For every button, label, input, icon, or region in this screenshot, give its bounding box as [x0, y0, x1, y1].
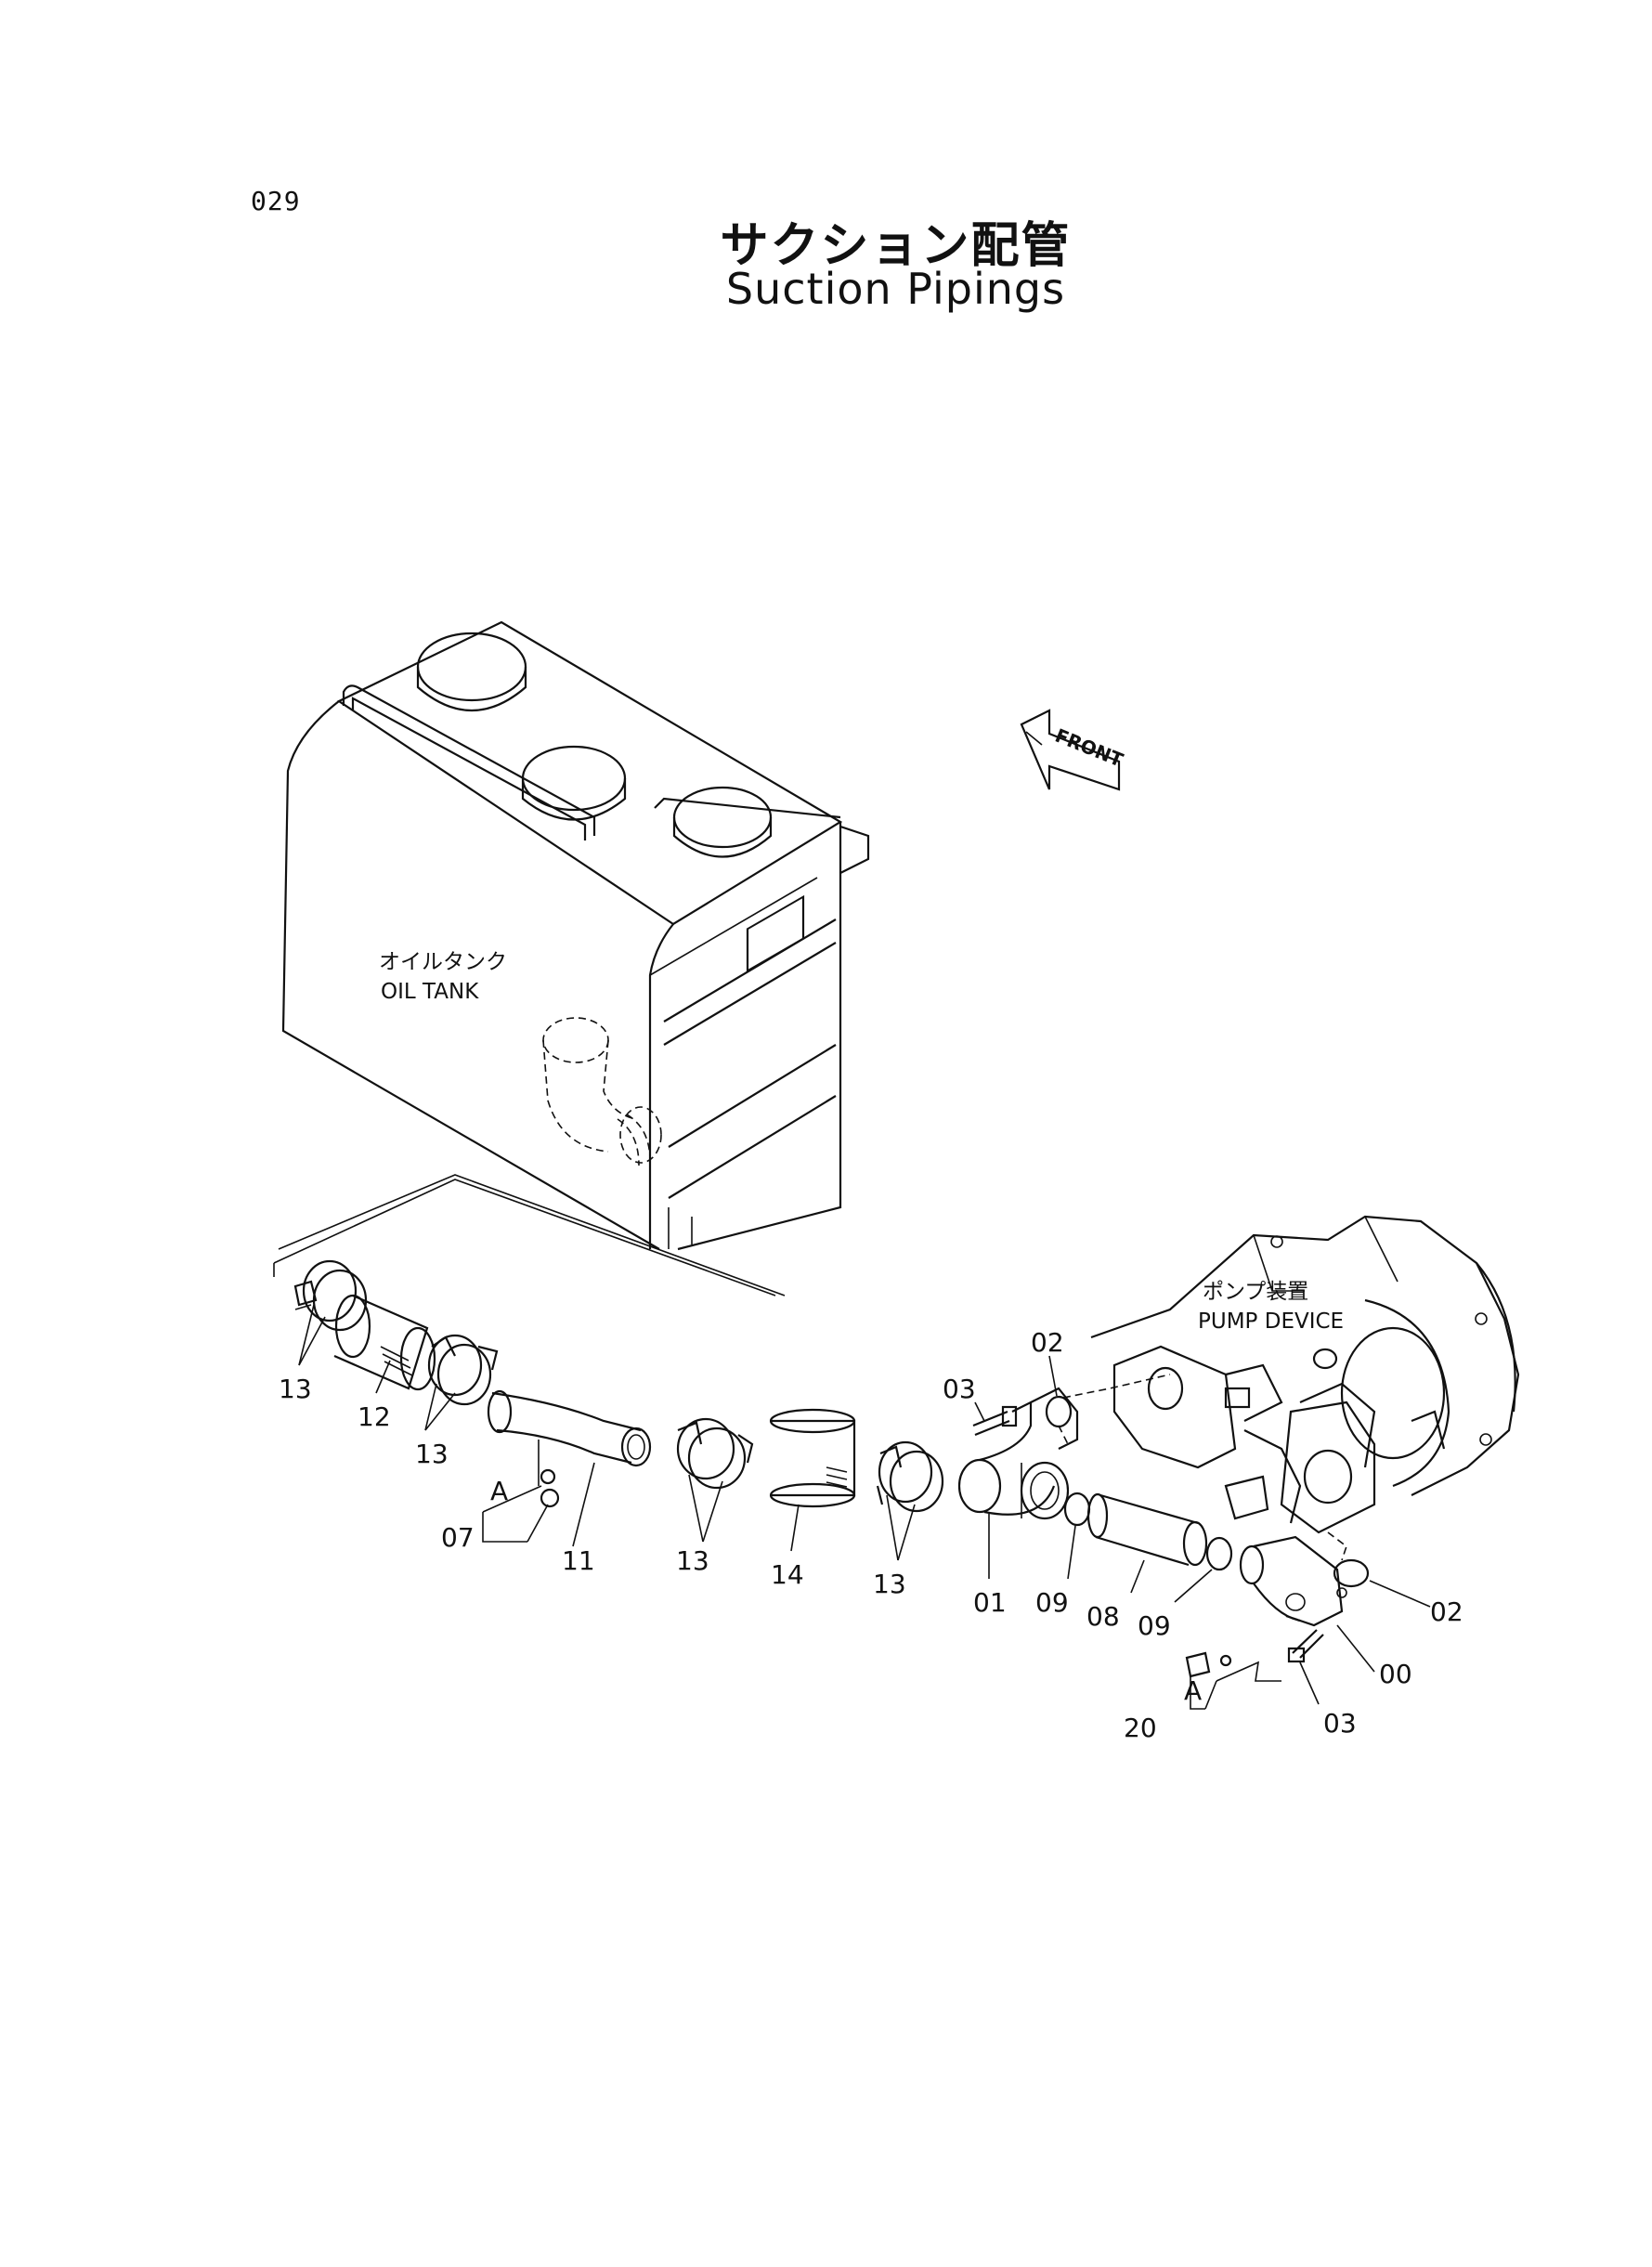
oil-tank-label-en: OIL TANK	[381, 980, 479, 1004]
callout-13-d: 13	[873, 1569, 906, 1599]
callout-14: 14	[771, 1559, 804, 1590]
leader-lines	[298, 1304, 1431, 1710]
callout-20: 20	[1124, 1713, 1157, 1743]
oil-tank-label-jp: オイルタンク	[379, 950, 507, 974]
pipe-08	[1086, 1492, 1208, 1567]
o-ring-02-a	[1045, 1395, 1073, 1428]
front-arrow: FRONT	[1020, 709, 1126, 791]
o-ring-02-b	[1333, 1558, 1370, 1588]
callout-07: 07	[441, 1522, 475, 1553]
plug-20	[1185, 1651, 1232, 1678]
callout-13-a: 13	[279, 1374, 312, 1404]
callout-numbers: 13 12 13 A 07 11 13 14 13 03 01 02 09 08…	[279, 1327, 1463, 1743]
callout-02-a: 02	[1031, 1327, 1064, 1358]
oil-tank-drawing	[278, 620, 870, 1296]
bolt-03-a	[972, 1405, 1018, 1437]
hose-clamp-13-d	[876, 1440, 944, 1513]
o-ring-09-b	[1205, 1536, 1233, 1571]
callout-a-2: A	[1184, 1675, 1202, 1706]
callout-03-a: 03	[943, 1374, 976, 1404]
suction-parts	[273, 1179, 1370, 1678]
callout-09-b: 09	[1138, 1610, 1171, 1641]
callout-02-b: 02	[1430, 1596, 1463, 1627]
callout-13-c: 13	[676, 1545, 709, 1576]
callout-03-b: 03	[1323, 1708, 1357, 1739]
front-label: FRONT	[1052, 724, 1126, 772]
callout-01: 01	[973, 1587, 1007, 1618]
title-english: Suction Pipings	[725, 264, 1066, 314]
callout-12: 12	[358, 1401, 391, 1432]
callout-08: 08	[1086, 1601, 1120, 1632]
title-japanese: サクション配管	[720, 218, 1072, 274]
elbow-00	[1239, 1535, 1347, 1627]
callout-09-a: 09	[1035, 1587, 1069, 1618]
callout-13-b: 13	[415, 1439, 449, 1469]
callout-00: 00	[1379, 1659, 1412, 1689]
hose-clamp-13-c	[676, 1417, 754, 1490]
pump-device-drawing	[1090, 1215, 1520, 1534]
pump-device-label-jp: ポンプ装置	[1203, 1280, 1308, 1304]
pipe-11	[487, 1389, 652, 1508]
bolt-03-b	[1287, 1629, 1324, 1663]
hose-clamp-13-b	[427, 1334, 499, 1406]
o-ring-09-a	[1063, 1492, 1091, 1527]
pump-device-label-en: PUMP DEVICE	[1198, 1309, 1344, 1334]
callout-11: 11	[562, 1545, 595, 1576]
elbow-01	[957, 1387, 1079, 1520]
callout-a-1: A	[490, 1476, 508, 1506]
hose-14	[769, 1408, 856, 1508]
page-number: 029	[251, 186, 301, 216]
hose-12	[333, 1294, 436, 1391]
